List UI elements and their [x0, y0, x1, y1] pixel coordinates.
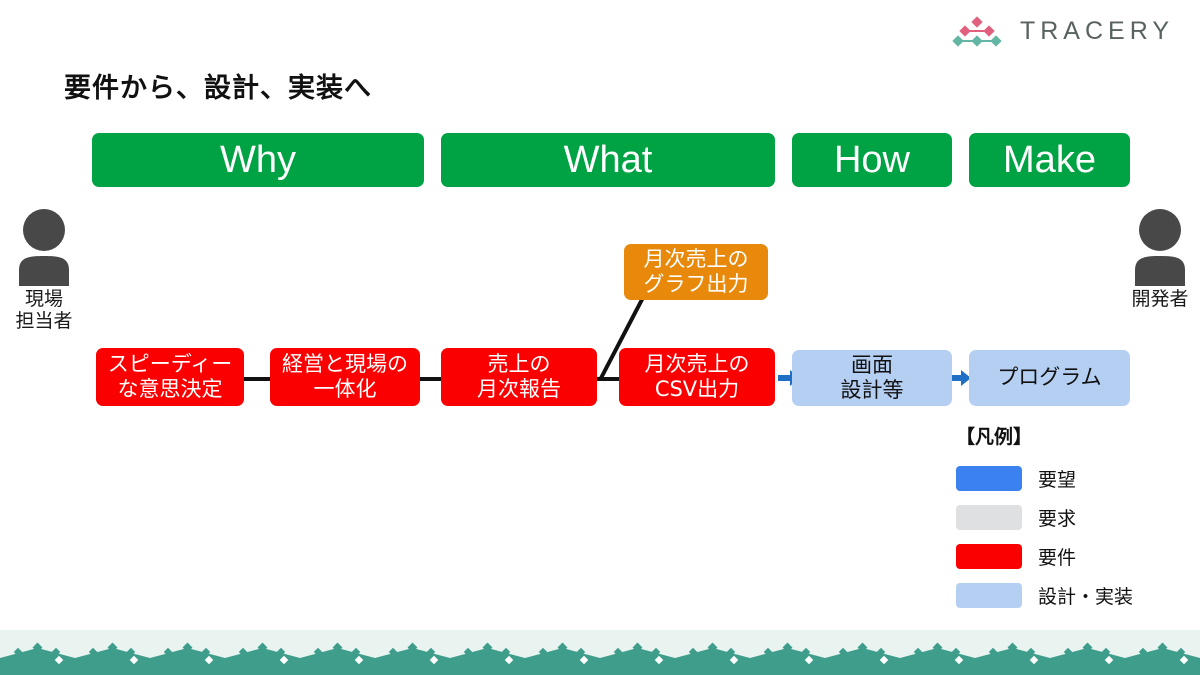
legend-label-design-impl: 設計・実装 — [1038, 586, 1134, 608]
footer-decoration — [0, 630, 1200, 675]
connector-n3-n5 — [598, 287, 650, 381]
connector-n1-n2 — [240, 377, 274, 381]
actor-left-label: 現場 担当者 — [15, 288, 73, 332]
legend-swatch-design-impl — [956, 583, 1022, 608]
node-screen-design[interactable]: 画面 設計等 — [792, 350, 952, 406]
page-title: 要件から、設計、実装へ — [64, 73, 372, 104]
phase-bar-why[interactable]: Why — [92, 133, 424, 187]
legend-swatch-requirement-demand — [956, 505, 1022, 530]
person-icon — [1135, 209, 1185, 286]
phase-bar-how[interactable]: How — [792, 133, 952, 187]
node-monthly-sales-csv[interactable]: 月次売上の CSV出力 — [619, 348, 775, 406]
node-monthly-sales-report[interactable]: 売上の 月次報告 — [441, 348, 597, 406]
node-monthly-sales-graph[interactable]: 月次売上の グラフ出力 — [624, 244, 768, 300]
actor-right: 開発者 — [1112, 208, 1200, 311]
legend-item-request: 要望 — [956, 459, 1133, 498]
phase-bar-make[interactable]: Make — [969, 133, 1130, 187]
node-management-field-integration[interactable]: 経営と現場の 一体化 — [270, 348, 420, 406]
brand-logo: TRACERY — [948, 14, 1174, 48]
legend-item-design-impl: 設計・実装 — [956, 576, 1133, 615]
node-program[interactable]: プログラム — [969, 350, 1130, 406]
connector-n2-n3 — [415, 377, 445, 381]
actor-left: 現場 担当者 — [0, 208, 92, 333]
legend-label-request: 要望 — [1038, 469, 1077, 491]
legend-title: 【凡例】 — [956, 426, 1033, 448]
legend-label-requirement: 要件 — [1038, 547, 1077, 569]
legend-item-requirement: 要件 — [956, 537, 1133, 576]
phase-bar-what[interactable]: What — [441, 133, 775, 187]
arrow-n6-n7 — [949, 370, 971, 386]
brand-name: TRACERY — [1019, 16, 1174, 45]
tracery-graph-logo-icon — [952, 16, 1002, 47]
legend: 【凡例】 要望 要求 要件 設計・実装 — [956, 422, 1133, 615]
legend-label-requirement-demand: 要求 — [1038, 508, 1077, 530]
actor-right-label: 開発者 — [1131, 288, 1189, 310]
legend-item-requirement-demand: 要求 — [956, 498, 1133, 537]
legend-swatch-requirement — [956, 544, 1022, 569]
legend-swatch-request — [956, 466, 1022, 491]
person-icon — [19, 209, 69, 286]
node-speedy-decision[interactable]: スピーディー な意思決定 — [96, 348, 244, 406]
connector-n3-n4 — [593, 377, 623, 381]
